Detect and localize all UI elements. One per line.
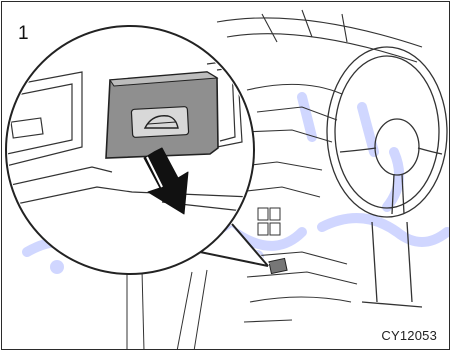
illustration-canvas <box>2 2 450 350</box>
hood-release-lever-icon <box>106 72 218 158</box>
lever-location-marker <box>269 258 287 273</box>
figure-code: CY12053 <box>381 328 437 343</box>
dash-switches <box>258 208 280 235</box>
figure-frame: 1 CY12053 <box>1 1 450 350</box>
step-number: 1 <box>18 23 29 45</box>
lower-panel-lines <box>127 267 207 350</box>
steering-wheel-icon <box>327 47 447 307</box>
